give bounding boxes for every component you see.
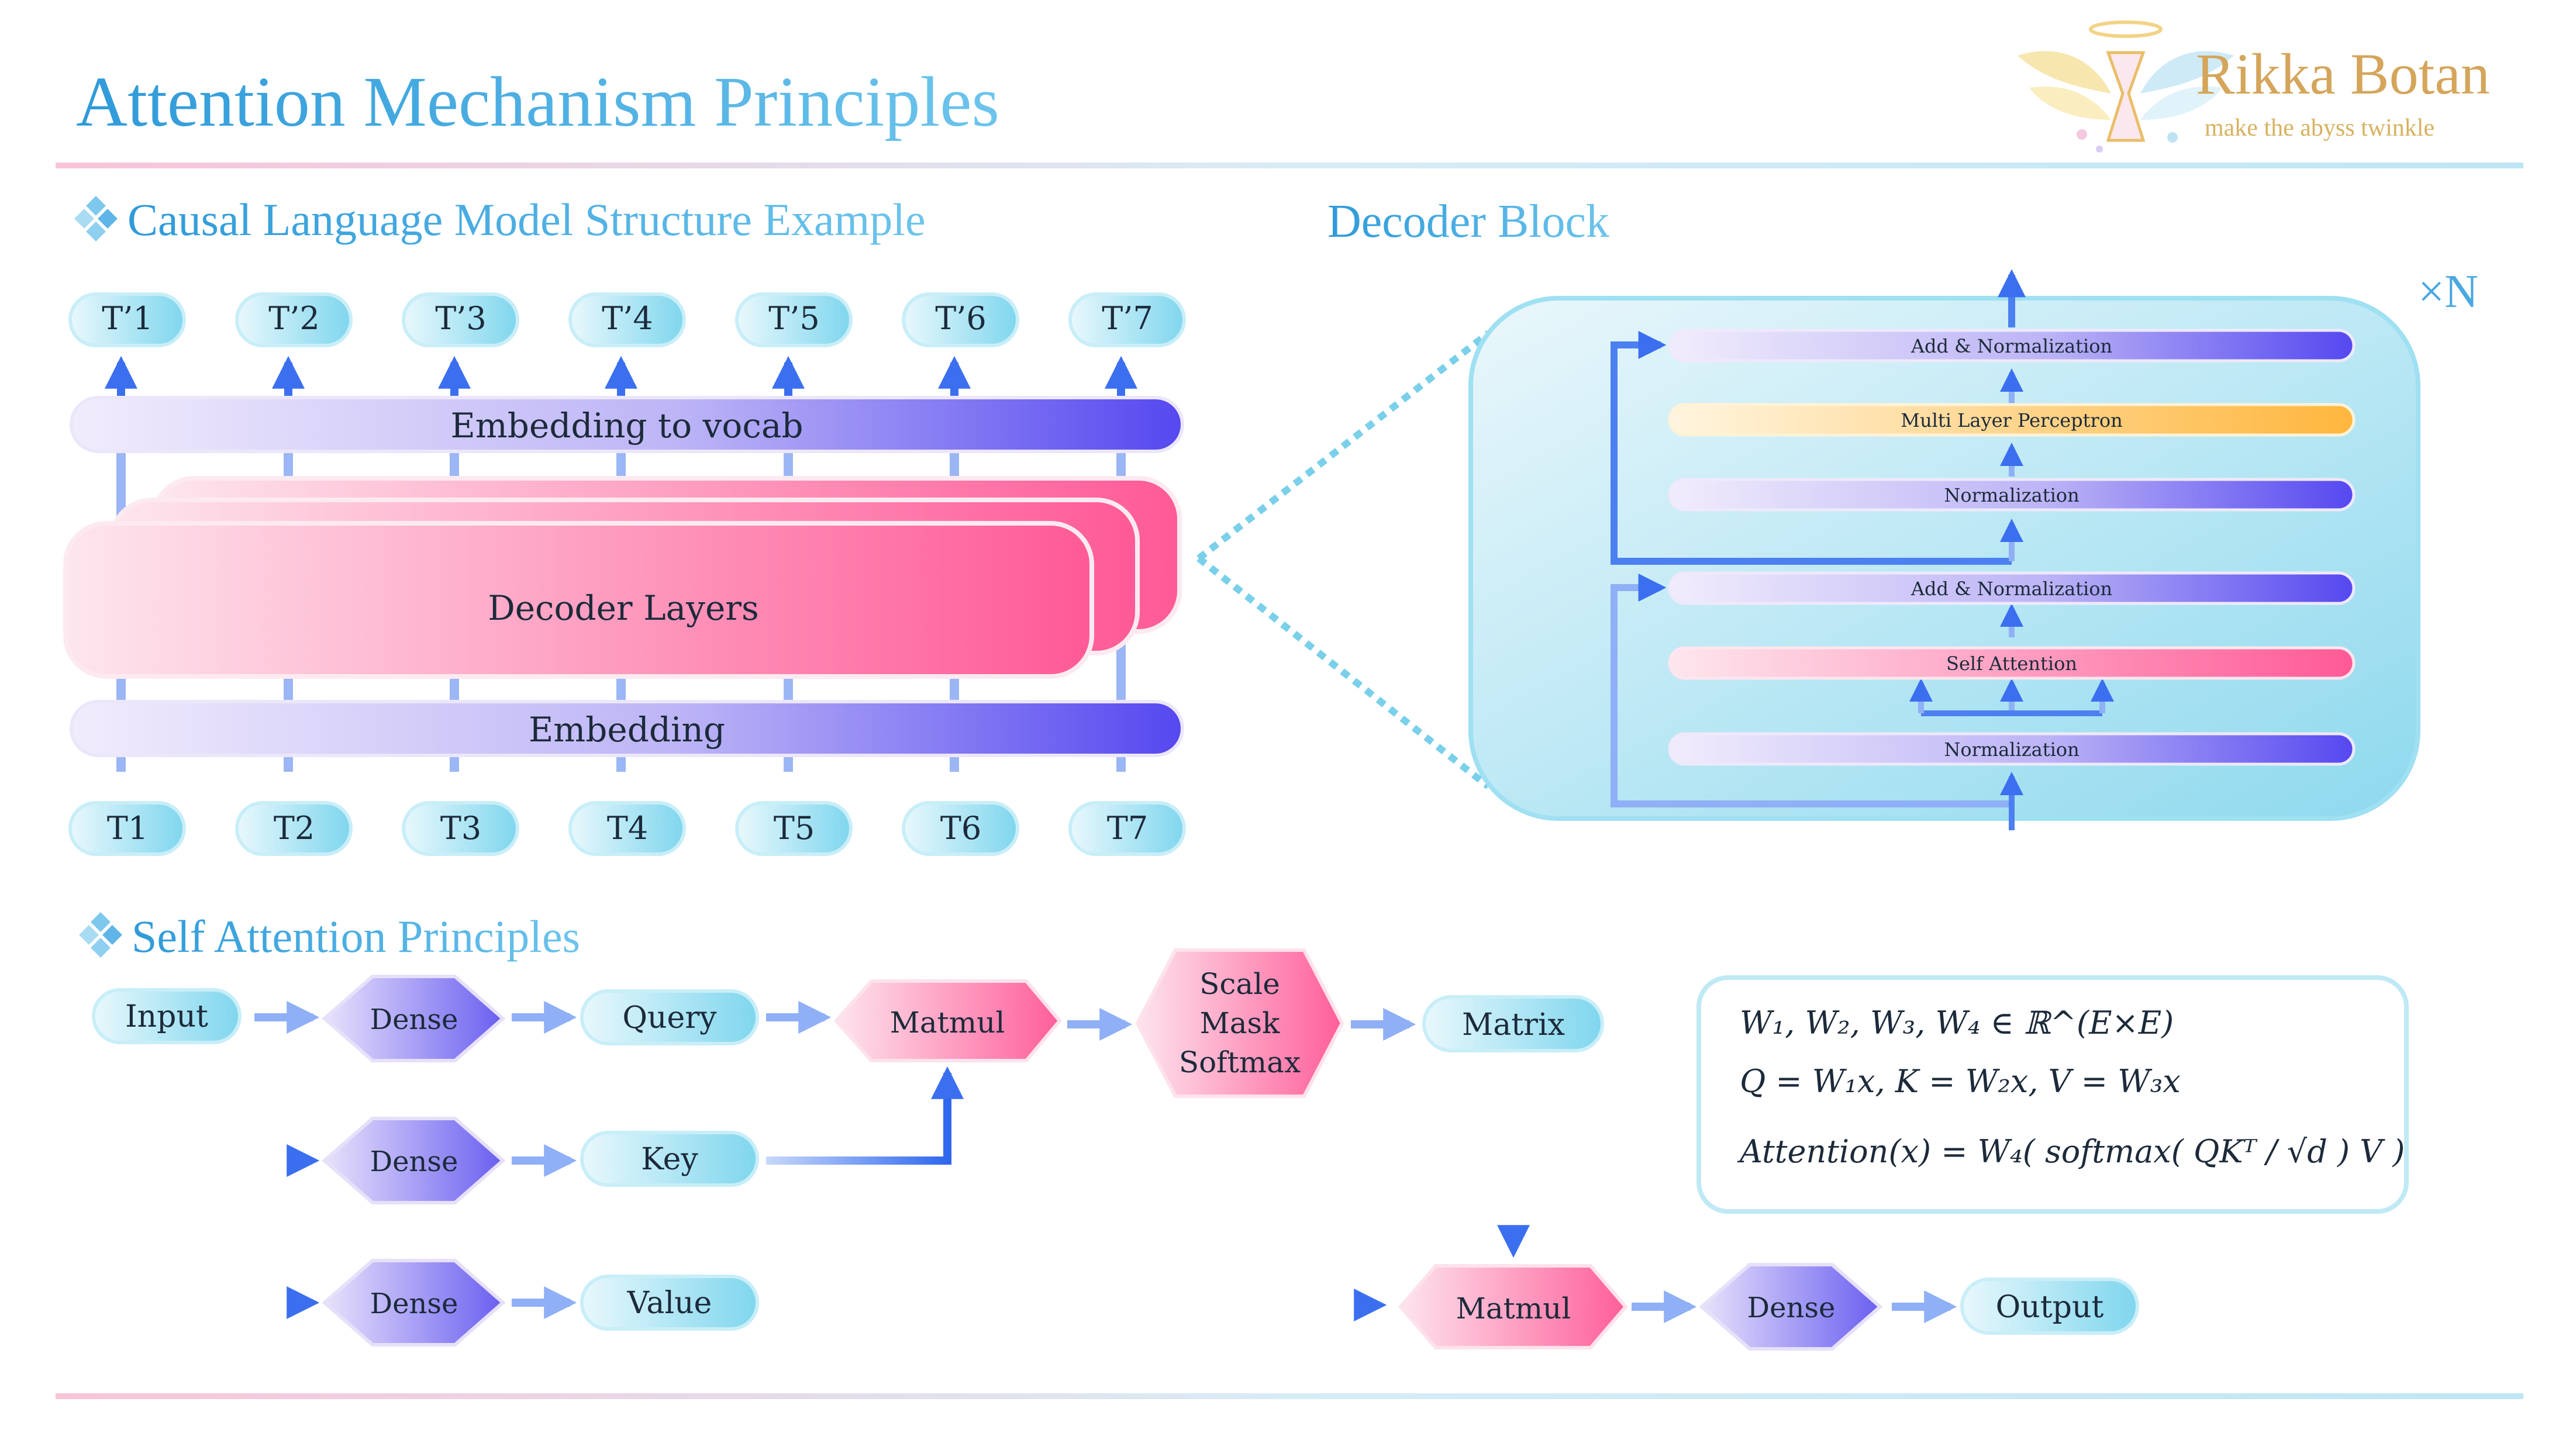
scale-mask-softmax-node: Scale Mask Softmax bbox=[1135, 948, 1344, 1098]
section-bullet-self-attention bbox=[79, 912, 122, 958]
decoder-layer: Add & Normalization bbox=[1668, 571, 2356, 605]
dense-node: Dense bbox=[1699, 1263, 1883, 1351]
input-token: T1 bbox=[68, 801, 186, 856]
decoder-layers-label: Decoder Layers bbox=[488, 588, 759, 628]
page-title: Attention Mechanism Principles bbox=[76, 63, 999, 141]
formula-line-weights: W₁, W₂, W₃, W₄ ∈ ℝ^(E×E) bbox=[1740, 1004, 2174, 1041]
input-token-label: T4 bbox=[607, 810, 648, 847]
decoder-layer-label: Multi Layer Perceptron bbox=[1901, 409, 2122, 431]
decoder-layer: Add & Normalization bbox=[1668, 329, 2356, 362]
input-token: T3 bbox=[402, 801, 519, 856]
angel-hourglass-icon bbox=[2018, 20, 2234, 153]
decoder-layer: Normalization bbox=[1668, 732, 2356, 766]
decoder-layer-label: Add & Normalization bbox=[1911, 578, 2112, 600]
input-node: Input bbox=[92, 988, 242, 1044]
input-token-label: T6 bbox=[940, 810, 981, 847]
embedding-to-vocab-bar: Embedding to vocab bbox=[70, 396, 1184, 453]
output-token-label: T’4 bbox=[602, 300, 653, 337]
embedding-label: Embedding bbox=[529, 710, 725, 750]
logo: Rikka Botan make the abyss twinkle bbox=[2018, 20, 2490, 153]
output-token-label: T’3 bbox=[435, 300, 487, 337]
clm-input-tokens: T1 T2 T3 T4 T5 T6 T7 bbox=[68, 801, 1186, 856]
attention-arrows bbox=[164, 1001, 1957, 1323]
key-node-label: Key bbox=[641, 1142, 698, 1177]
embedding-to-vocab-label: Embedding to vocab bbox=[450, 406, 803, 446]
input-token-label: T1 bbox=[107, 810, 148, 847]
matmul-node-label: Matmul bbox=[1456, 1292, 1571, 1325]
input-token: T7 bbox=[1068, 801, 1186, 856]
output-token-label: T’6 bbox=[935, 300, 987, 337]
footer-rule bbox=[56, 1393, 2523, 1399]
dense-node: Dense bbox=[322, 975, 506, 1062]
formula-line-attention: Attention(x) = W₄( softmax( QKᵀ / √d ) V… bbox=[1737, 1133, 2405, 1170]
formula-box: W₁, W₂, W₃, W₄ ∈ ℝ^(E×E) Q = W₁x, K = W₂… bbox=[1696, 975, 2409, 1214]
dense-node-label: Dense bbox=[370, 1287, 458, 1320]
output-node-label: Output bbox=[1996, 1290, 2104, 1325]
output-token-label: T’7 bbox=[1102, 300, 1153, 337]
query-node-label: Query bbox=[622, 1000, 717, 1035]
input-node-label: Input bbox=[125, 999, 208, 1034]
matmul-node-label: Matmul bbox=[890, 1006, 1005, 1040]
output-token-label: T’1 bbox=[102, 300, 153, 337]
decoder-layer: Normalization bbox=[1668, 478, 2356, 512]
matrix-node-label: Matrix bbox=[1462, 1007, 1565, 1042]
input-token: T4 bbox=[568, 801, 686, 856]
scale-label: Scale bbox=[1199, 967, 1280, 1001]
clm-output-tokens: T’1 T’2 T’3 T’4 T’5 T’6 T’7 bbox=[68, 292, 1186, 347]
decoder-layer-label: Normalization bbox=[1944, 738, 2079, 761]
dense-node-label: Dense bbox=[370, 1145, 458, 1178]
header-rule bbox=[56, 163, 2523, 168]
dense-node-label: Dense bbox=[1747, 1292, 1836, 1324]
section-title-self-attention: Self Attention Principles bbox=[132, 911, 580, 962]
input-token: T2 bbox=[235, 801, 353, 856]
matmul-node: Matmul bbox=[1398, 1264, 1628, 1349]
value-node-label: Value bbox=[627, 1286, 712, 1321]
decoder-layer-label: Normalization bbox=[1944, 484, 2079, 506]
dense-node: Dense bbox=[322, 1259, 506, 1347]
formula-line-qkv: Q = W₁x, K = W₂x, V = W₃x bbox=[1740, 1063, 2181, 1100]
output-token: T’3 bbox=[402, 292, 519, 347]
softmax-label: Softmax bbox=[1179, 1045, 1301, 1079]
output-token: T’1 bbox=[68, 292, 186, 347]
dense-node-label: Dense bbox=[370, 1003, 458, 1036]
output-token-label: T’2 bbox=[268, 300, 320, 337]
output-token: T’7 bbox=[1068, 292, 1186, 347]
embedding-bar: Embedding bbox=[70, 700, 1184, 757]
zoom-connector-lines bbox=[1196, 330, 1491, 789]
dense-node: Dense bbox=[322, 1117, 506, 1204]
section-title-causal: Causal Language Model Structure Example bbox=[127, 194, 926, 245]
logo-name: Rikka Botan bbox=[2196, 42, 2490, 106]
attention-nodes: Input Dense Query Matmul Scale Mask Soft… bbox=[92, 948, 2139, 1351]
decoder-layer: Self Attention bbox=[1668, 646, 2356, 680]
output-node: Output bbox=[1960, 1278, 2139, 1335]
output-token: T’4 bbox=[568, 292, 686, 347]
output-token-label: T’5 bbox=[768, 300, 820, 337]
output-token: T’6 bbox=[902, 292, 1019, 347]
section-title-decoder-block: Decoder Block bbox=[1327, 196, 1609, 247]
input-token-label: T3 bbox=[440, 810, 481, 847]
key-node: Key bbox=[580, 1131, 759, 1187]
output-token: T’2 bbox=[235, 292, 353, 347]
output-token: T’5 bbox=[735, 292, 853, 347]
query-node: Query bbox=[580, 989, 759, 1045]
input-token-label: T2 bbox=[274, 810, 315, 847]
matmul-node: Matmul bbox=[833, 979, 1062, 1062]
decoder-layer-label: Self Attention bbox=[1946, 652, 2077, 675]
input-token-label: T5 bbox=[774, 810, 815, 847]
decoder-layers-stack: Decoder Layers bbox=[63, 476, 1182, 679]
value-node: Value bbox=[580, 1275, 759, 1331]
input-token: T6 bbox=[902, 801, 1019, 856]
section-bullet-causal bbox=[74, 196, 118, 241]
decoder-block-panel: Add & Normalization Multi Layer Perceptr… bbox=[1468, 269, 2420, 830]
mask-label: Mask bbox=[1200, 1006, 1281, 1040]
input-token-label: T7 bbox=[1107, 810, 1148, 847]
matrix-node: Matrix bbox=[1422, 995, 1604, 1052]
repeat-n-label: ×N bbox=[2418, 266, 2478, 317]
decoder-layer: Multi Layer Perceptron bbox=[1668, 403, 2356, 437]
decoder-layer-label: Add & Normalization bbox=[1911, 335, 2112, 357]
input-token: T5 bbox=[735, 801, 853, 856]
logo-tagline: make the abyss twinkle bbox=[2205, 115, 2434, 141]
